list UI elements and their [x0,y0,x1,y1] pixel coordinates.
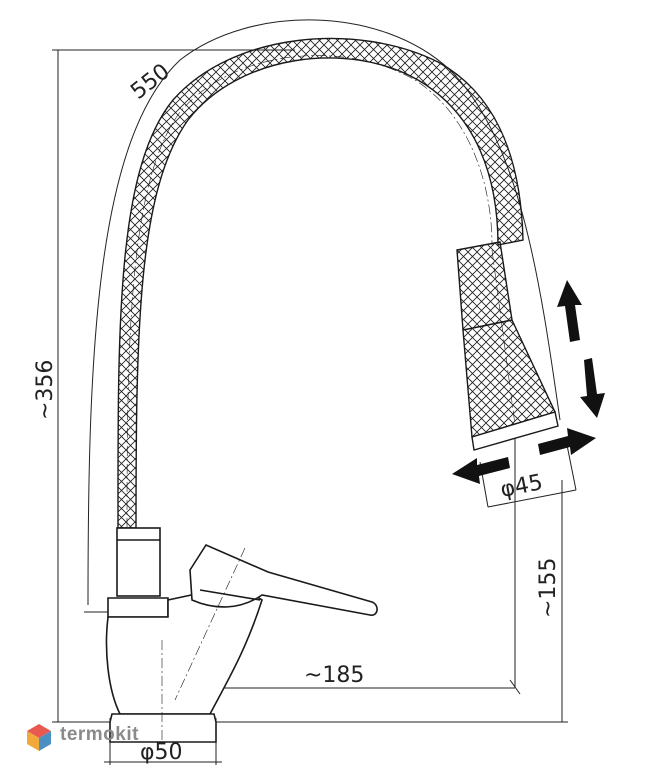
arrow-right-icon [538,428,596,455]
reach-label: ~185 [304,663,364,688]
arrow-up-icon [557,280,582,342]
brand-name: termokit [60,724,139,745]
spout-height-label: ~155 [536,558,561,618]
spout-diameter-label: φ45 [498,470,545,503]
arrow-left-icon [452,457,510,484]
total-height-label: ~356 [33,360,58,420]
spray-head [456,241,559,451]
hexagon-logo-icon [27,724,51,751]
arrow-down-icon [580,358,605,418]
faucet-body [105,527,378,743]
base-diameter-label: φ50 [140,740,183,765]
movement-arrows [452,280,605,484]
flexible-hose [117,37,524,529]
brand-logo: termokit [24,722,184,752]
